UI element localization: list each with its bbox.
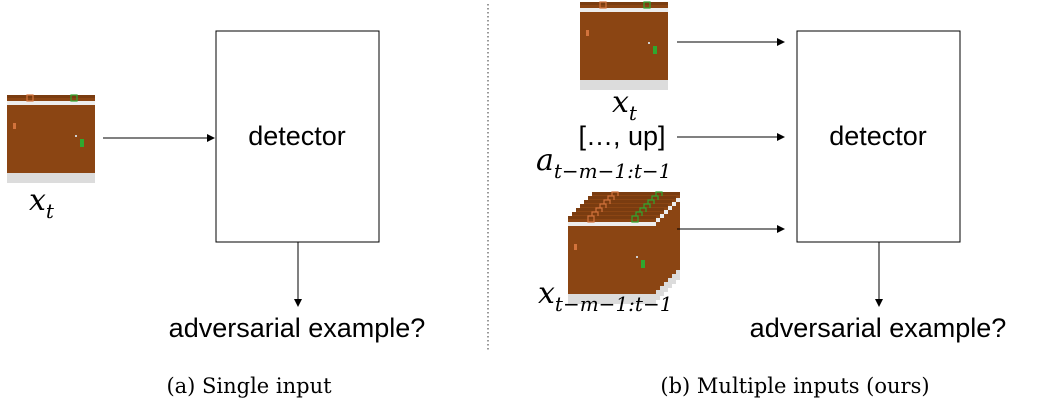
history-frames-stack xyxy=(567,191,681,305)
panel-b: xt […, up] at−m−1:t−1 xt−m−1:t−1 detecto… xyxy=(536,1,1007,398)
current-frame-image xyxy=(579,1,669,91)
game-frame-image xyxy=(6,94,96,184)
panel-a: xt detector adversarial example? (a) Sin… xyxy=(6,30,426,398)
output-label: adversarial example? xyxy=(169,313,426,343)
output-label-b: adversarial example? xyxy=(750,313,1007,343)
actions-text: […, up] xyxy=(578,121,665,151)
current-frame-label: xt xyxy=(612,85,638,125)
detector-label: detector xyxy=(248,121,346,151)
detector-label-b: detector xyxy=(829,121,927,151)
history-frames-label: xt−m−1:t−1 xyxy=(538,276,672,316)
actions-label: at−m−1:t−1 xyxy=(536,143,671,183)
input-variable-label: xt xyxy=(29,183,55,223)
caption-b: (b) Multiple inputs (ours) xyxy=(660,374,929,398)
caption-a: (a) Single input xyxy=(166,374,332,398)
